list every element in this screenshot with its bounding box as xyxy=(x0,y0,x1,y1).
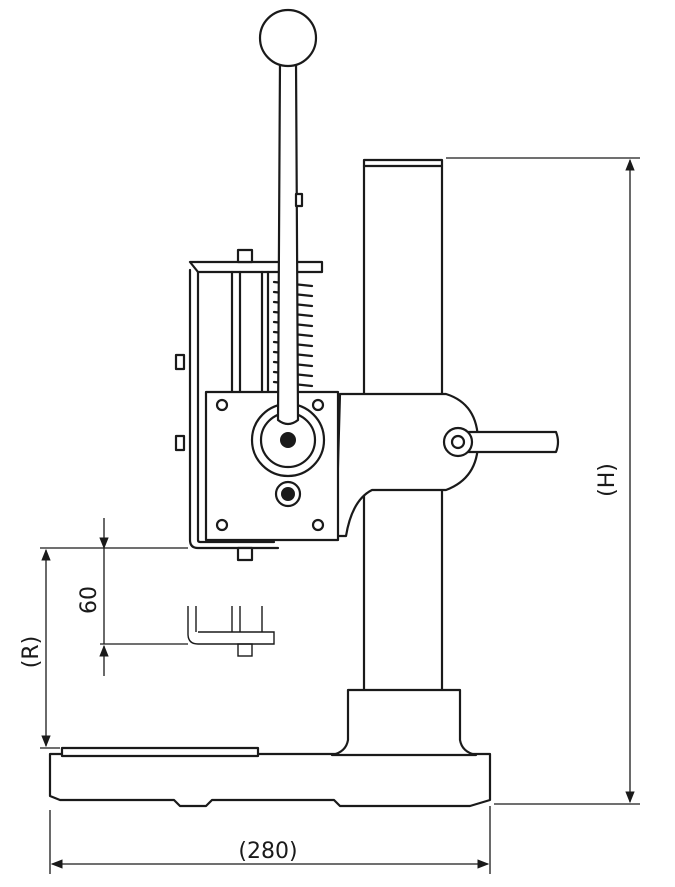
lever-handle xyxy=(258,8,318,426)
stroke-label: 60 xyxy=(77,586,102,614)
dimension-stroke: 60 xyxy=(77,518,188,676)
height-label: (H) xyxy=(595,463,620,497)
ram-lower-position xyxy=(187,606,275,657)
press-head xyxy=(174,248,340,562)
width-label: (280) xyxy=(238,839,297,864)
dimension-height: (H) xyxy=(446,157,640,805)
dimension-reach: (R) xyxy=(19,547,188,749)
reach-label: (R) xyxy=(19,636,44,668)
clamp-arm xyxy=(334,392,560,538)
dimension-width: (280) xyxy=(49,806,491,874)
base-plate xyxy=(48,746,492,808)
